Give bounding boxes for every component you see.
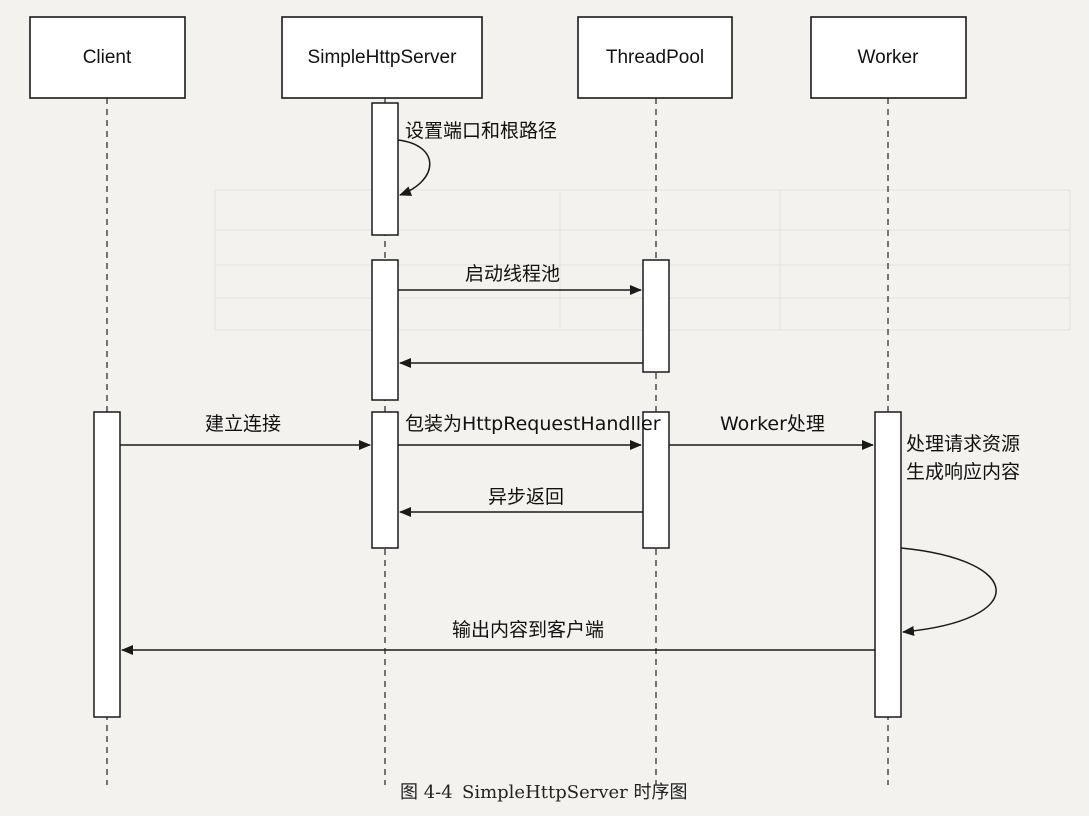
figure-number: 图 4-4 (400, 782, 453, 803)
msg-start-pool-label: 启动线程池 (465, 263, 560, 285)
activation-pool-2 (642, 411, 670, 549)
msg-handle-line1: 处理请求资源 (906, 433, 1020, 455)
activation-server-2 (371, 259, 399, 401)
msg-output-label: 输出内容到客户端 (452, 619, 604, 641)
activation-server-1 (371, 102, 399, 236)
self-message-arrow (397, 139, 431, 196)
activation-server-3 (371, 411, 399, 549)
msg-wrap-label: 包装为HttpRequestHandller (405, 413, 661, 435)
msg-handle-line2: 生成响应内容 (906, 461, 1020, 483)
msg-async-return-label: 异步返回 (488, 486, 564, 508)
actor-worker-label: Worker (858, 47, 920, 68)
actor-pool-label: ThreadPool (606, 47, 704, 68)
activation-pool-1 (642, 259, 670, 373)
actor-server: SimpleHttpServer (281, 16, 483, 99)
msg-worker-process-label: Worker处理 (720, 413, 825, 435)
activation-client (93, 411, 121, 718)
actor-client-label: Client (83, 47, 132, 68)
msg-connect-label: 建立连接 (205, 413, 281, 435)
actor-worker: Worker (810, 16, 967, 99)
worker-self-loop-arrow (900, 547, 997, 636)
activation-worker (874, 411, 902, 718)
actor-server-label: SimpleHttpServer (308, 47, 458, 68)
actor-pool: ThreadPool (577, 16, 733, 99)
actor-client: Client (29, 16, 186, 99)
figure-caption: SimpleHttpServer 时序图 (462, 782, 688, 803)
msg-set-port-label: 设置端口和根路径 (405, 120, 557, 142)
